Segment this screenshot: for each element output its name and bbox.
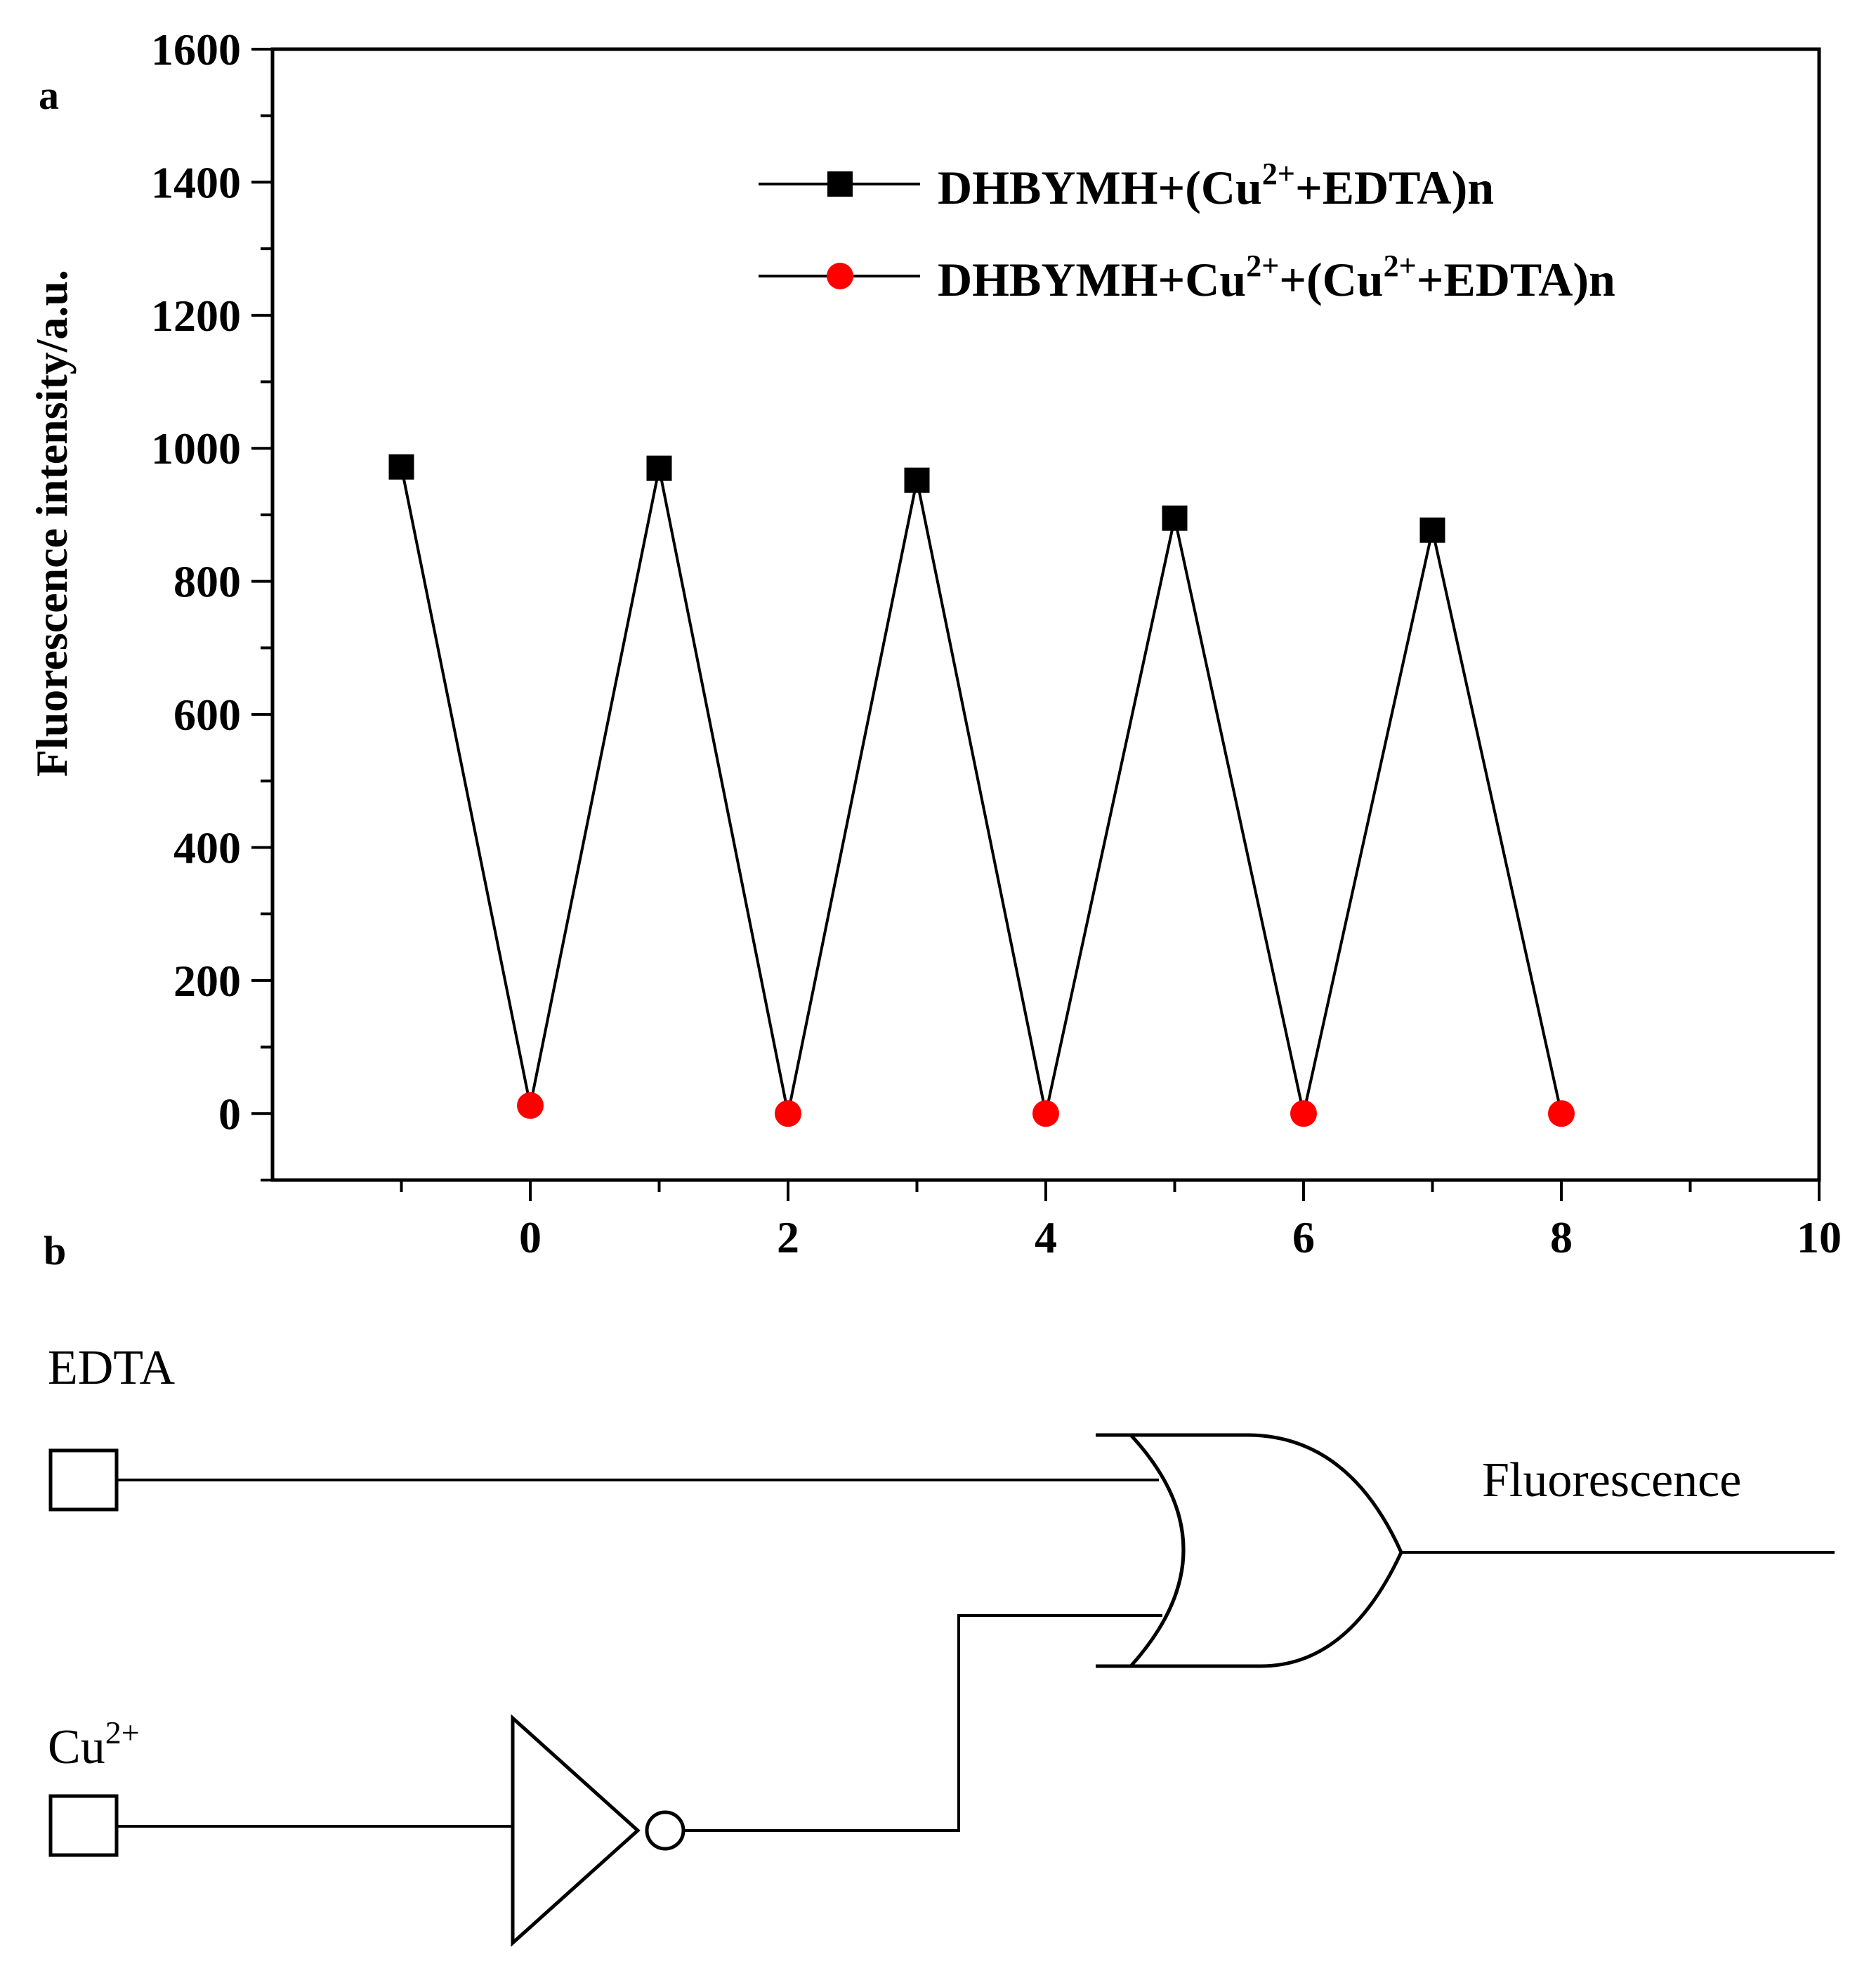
data-point-circle <box>1290 1100 1317 1127</box>
x-tick-label: 10 <box>1797 1212 1842 1262</box>
y-tick-label: 1400 <box>151 157 241 207</box>
x-tick-label: 2 <box>777 1212 799 1262</box>
data-point-square <box>646 455 672 481</box>
y-tick-label: 200 <box>173 956 241 1006</box>
y-tick-label: 1600 <box>151 25 241 74</box>
data-point-circle <box>517 1092 544 1119</box>
data-point-circle <box>1032 1100 1059 1127</box>
panel-b-label: b <box>44 1228 66 1273</box>
fluorescence-chart: 0 200 400 600 800 1000 1200 1400 1600 0 2 4 6 8 10 Fl… <box>27 25 1842 1262</box>
legend-marker-square <box>827 171 853 197</box>
y-axis-ticks: 0 200 400 600 800 1000 1200 1400 1600 <box>151 25 273 1181</box>
y-tick-label: 600 <box>173 690 241 740</box>
output-label-fluorescence: Fluorescence <box>1482 1453 1741 1507</box>
wire-not-to-or <box>683 1614 1162 1832</box>
x-tick-label: 0 <box>519 1212 542 1262</box>
data-markers <box>388 454 1575 1127</box>
input-label-edta: EDTA <box>48 1341 175 1395</box>
y-tick-label: 400 <box>173 823 241 872</box>
y-axis-label: Fluorescence intensity/a.u. <box>27 270 77 777</box>
x-tick-label: 4 <box>1035 1212 1057 1262</box>
y-tick-label: 800 <box>173 557 241 607</box>
legend-label-2: DHBYMH+Cu2++(Cu2++EDTA)n <box>938 249 1615 306</box>
legend-marker-circle <box>827 263 853 289</box>
x-axis-ticks: 0 2 4 6 8 10 <box>400 1180 1842 1262</box>
or-gate <box>1096 1433 1403 1668</box>
y-tick-label: 1000 <box>151 424 241 473</box>
data-point-circle <box>1548 1100 1575 1127</box>
data-point-square <box>1419 517 1445 543</box>
legend-label-1: DHBYMH+(Cu2++EDTA)n <box>938 157 1494 214</box>
data-point-square <box>388 454 414 480</box>
y-tick-label: 0 <box>218 1089 241 1139</box>
data-point-circle <box>775 1100 801 1127</box>
data-point-square <box>1162 505 1188 531</box>
y-tick-label: 1200 <box>151 291 241 341</box>
input-label-cu: Cu2+ <box>48 1715 140 1774</box>
data-line <box>400 466 1563 1114</box>
logic-diagram: EDTA Cu2+ Fluorescence <box>48 1341 1835 1947</box>
x-tick-label: 6 <box>1292 1212 1315 1262</box>
panel-a-label: a <box>39 72 59 118</box>
legend: DHBYMH+(Cu2++EDTA)n DHBYMH+Cu2++(Cu2++ED… <box>759 157 1615 306</box>
not-gate <box>511 1714 641 1947</box>
data-point-square <box>904 467 930 493</box>
x-tick-label: 8 <box>1550 1212 1573 1262</box>
